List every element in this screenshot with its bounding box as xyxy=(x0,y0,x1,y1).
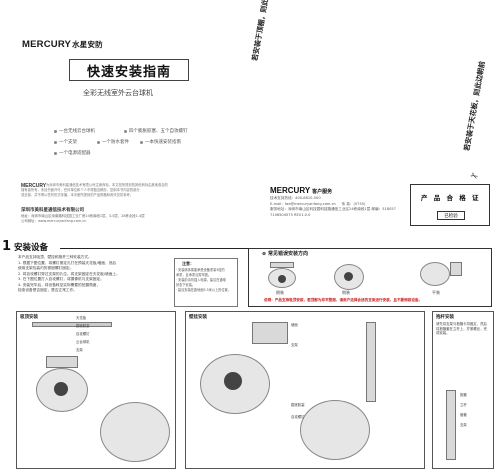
bullet-icon xyxy=(54,129,57,133)
camera-mount-sketch xyxy=(46,356,78,368)
feature-item: 一个防水套件 xyxy=(97,139,129,145)
camera-mount-sketch xyxy=(270,262,294,268)
wall-sketch xyxy=(366,322,376,402)
camera-dome-sketch xyxy=(36,368,88,412)
direction-label: 平装 xyxy=(432,290,440,295)
bullet-icon xyxy=(97,140,100,144)
certificate-box xyxy=(410,184,490,226)
direction-footnote: 说明：产品支持吸顶安装，若顶部为非平整面，请用户选择合适的支架进行安装，且不要倒… xyxy=(264,298,423,302)
feature-item: 一本快速安装指南 xyxy=(140,139,181,145)
feature-item: 一台无线云台球机 xyxy=(54,128,95,134)
camera-lens-icon xyxy=(344,272,353,281)
ceiling-label: 支架 xyxy=(76,348,83,352)
section-title: 安装设备 xyxy=(14,243,49,253)
wall-install-title: 壁挂安装 xyxy=(189,315,207,320)
camera-dome-sketch xyxy=(420,262,450,286)
intro-line: 为深圳市美科星通信技术有限公司注册商标。本文档所提到的其他商标由其他各自的 xyxy=(46,183,168,187)
pole-label: 立杆 xyxy=(460,403,467,407)
intro-logo: MERCURY xyxy=(21,183,47,189)
bullet-icon xyxy=(124,129,127,133)
bullet-icon xyxy=(54,151,57,155)
camera-lens-icon xyxy=(224,372,242,390)
ceiling-label: 自攻螺钉 xyxy=(76,332,90,336)
pole-label: 抱箍 xyxy=(460,393,467,397)
note-box xyxy=(174,258,238,307)
ceiling-install-title: 吸顶安装 xyxy=(20,315,38,320)
intro-line: 拥有者所有。未经书面许可，任何单位和个人不得擅自摘抄、复制本书内容的部分 xyxy=(21,188,140,192)
feature-item: 一个支架 xyxy=(54,139,77,145)
service-info: 技术支持热线：400-8810-500 E-mail：fae@mercuryan… xyxy=(270,196,396,217)
bullet-icon xyxy=(54,140,57,144)
direction-label: 侧装 xyxy=(342,290,350,295)
feature-item: 一个电源适配器 xyxy=(54,150,91,156)
section-divider xyxy=(60,248,255,249)
wall-label: 自攻螺钉 xyxy=(291,415,305,419)
bracket-sketch xyxy=(252,322,288,344)
camera-dome-sketch xyxy=(100,402,170,462)
section-number: 1 xyxy=(2,239,12,254)
pole-label: 管箍 xyxy=(460,413,467,417)
note-title: 注意： xyxy=(182,261,194,266)
ceiling-label: 云台球机 xyxy=(76,340,90,344)
wrong-direction-box xyxy=(248,248,492,307)
camera-dome-sketch xyxy=(300,400,370,460)
guide-subtitle: 全彩无线室外云台球机 xyxy=(83,89,153,97)
wall-label: 支架 xyxy=(291,343,298,347)
pole-install-panel xyxy=(432,311,494,469)
pole-label: 支架 xyxy=(460,423,467,427)
intro-line: 或全部，并不得以任何形式传播。本手册所提到的产品规格和资讯仅供参考。 xyxy=(21,193,134,197)
company-name: 深圳市美科星通信技术有限公司 xyxy=(21,208,84,213)
pole-sketch xyxy=(446,390,456,460)
camera-lens-icon xyxy=(54,382,68,396)
company-address: 地址：深圳市南山区深南路科技园工业厂房24栋南段1层、3-5层、28栋北段1-4… xyxy=(21,214,145,223)
certificate-badge: 已检验 xyxy=(437,211,465,220)
wall-label: 墙面 xyxy=(291,323,298,327)
ceiling-label: 天花板 xyxy=(76,316,87,320)
certificate-title: 产 品 合 格 证 xyxy=(421,194,481,202)
pole-install-title: 抱杆安装 xyxy=(436,315,454,320)
guide-title: 快速安装指南 xyxy=(69,59,189,81)
camera-arm-sketch xyxy=(450,262,462,276)
wrong-direction-title: ⊗ 常见错误安装方向 xyxy=(262,251,308,257)
feature-item: 四个膨胀胶塞、五个自攻螺钉 xyxy=(124,128,188,134)
ceiling-label: 膨胀胶塞 xyxy=(76,324,90,328)
direction-label: 倒装 xyxy=(276,290,284,295)
brand-logo: MERCURY水星安防 xyxy=(22,39,103,50)
pole-install-desc: 请先将支架与抱箍卡扣固定，然后将抱箍套在立杆上，拧紧螺丝，完成安装。 xyxy=(436,322,487,336)
bullet-icon xyxy=(140,140,143,144)
note-list: · 安装墙体需能承受设备重量3倍的 承重，且承重点需牢固。 · 安装前请勿插入电… xyxy=(176,268,231,292)
wall-label: 膨胀胶塞 xyxy=(291,403,305,407)
install-steps: 本产品支持吸顶、壁挂和抱杆三种安装方式。 1. 根据下图位置，将螺钉紧定孔打在预… xyxy=(18,255,120,292)
ceiling-sketch xyxy=(32,322,112,327)
camera-lens-icon xyxy=(278,275,286,283)
